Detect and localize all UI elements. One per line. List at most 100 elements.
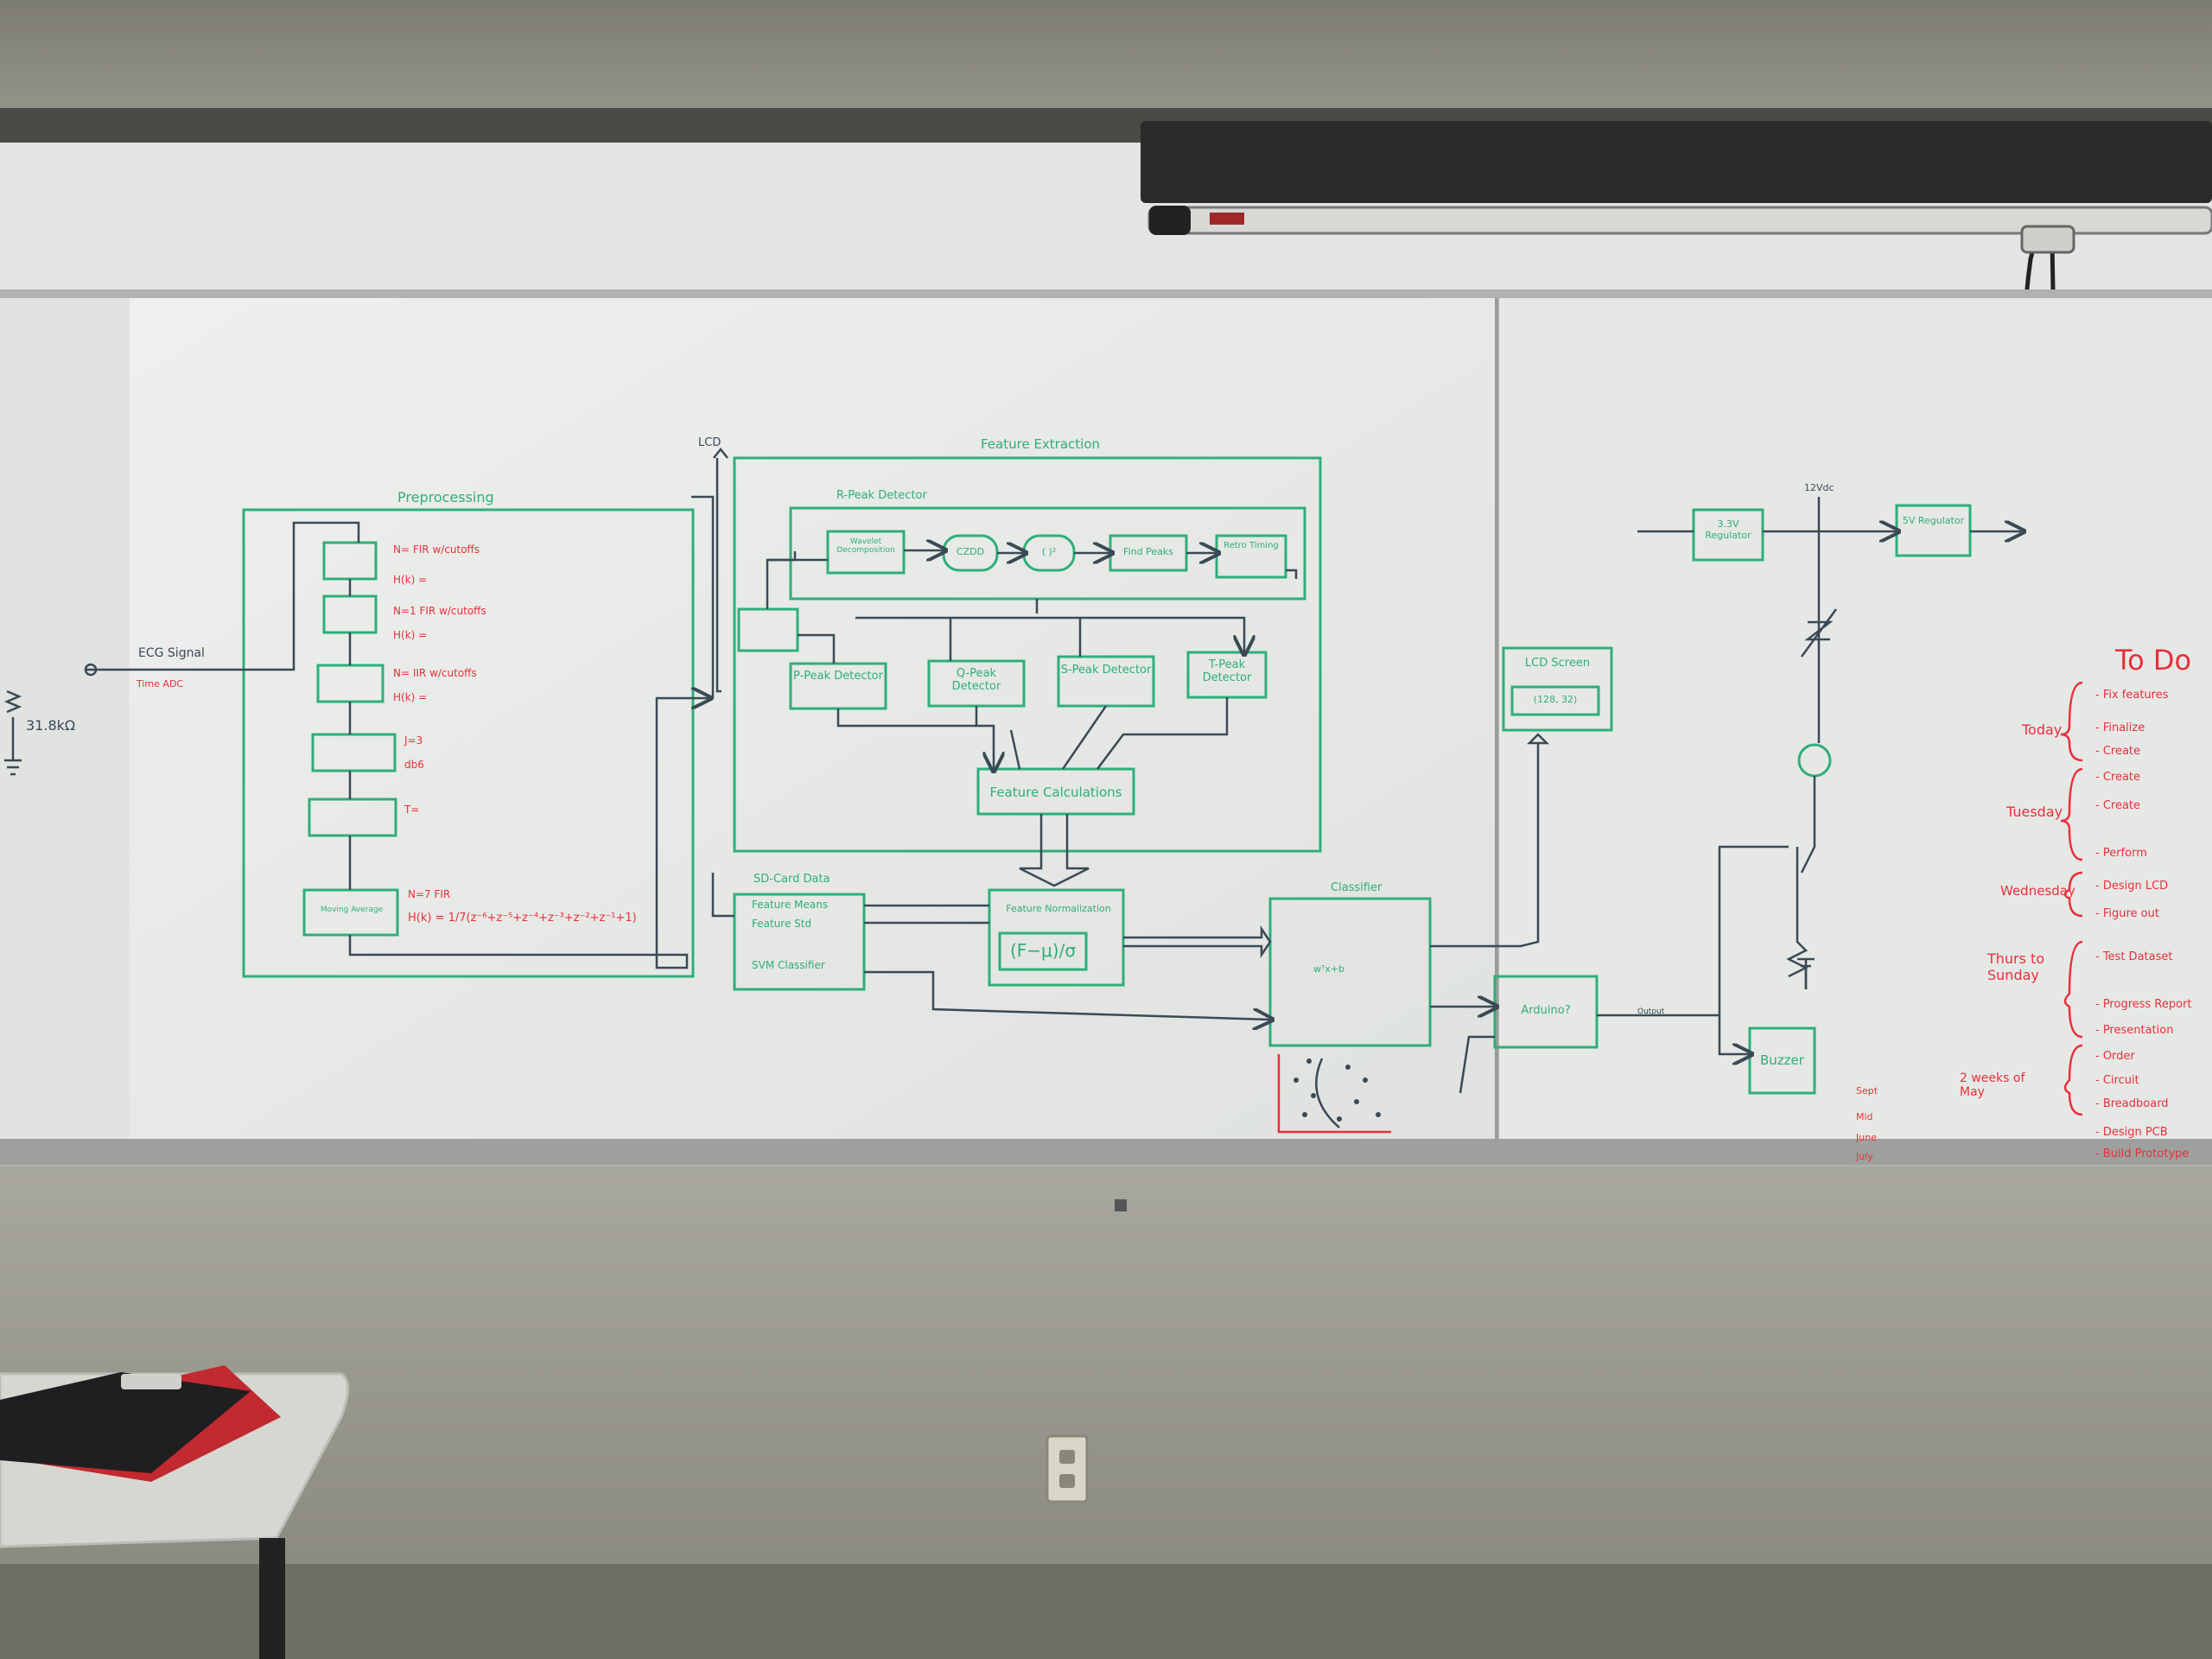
day-thurs-sunday: Thurs to Sunday [1987, 950, 2045, 983]
month-4: July [1856, 1151, 1873, 1162]
pre-eq-3: N=1 FIR w/cutoffs [393, 605, 486, 617]
lcd-screen-box [1502, 646, 1613, 732]
clipboard-clip [121, 1374, 181, 1389]
square-label: ( )² [1041, 546, 1057, 557]
whiteboard-right-panel [1499, 298, 2212, 1154]
lcd-screen-res: (128, 32) [1533, 694, 1578, 705]
screen-endcap [1149, 206, 1191, 235]
marker-tray [0, 1139, 2212, 1165]
pull-handle [2020, 225, 2075, 254]
day-tuesday: Tuesday [2006, 804, 2063, 820]
pre-eq-9: T= [404, 804, 420, 816]
retro-timing-label: Retro Timing [1224, 541, 1279, 550]
s-peak-label: S-Peak Detector [1060, 664, 1152, 677]
preprocessing-wires [3, 495, 715, 969]
classifier-formula: wᵀx+b [1313, 963, 1344, 975]
todo-14: - Breadboard [2095, 1097, 2169, 1110]
moving-average-label: Moving Average [320, 906, 384, 914]
outlet-socket-top [1059, 1450, 1075, 1464]
sd-card-line-2: Feature Std [752, 918, 812, 930]
todo-5: - Create [2095, 799, 2141, 812]
classifier-box [1268, 897, 1432, 1047]
supply-label: 12Vdc [1804, 482, 1834, 493]
black-binder [0, 1372, 251, 1473]
power-wires [1637, 497, 2022, 1015]
todo-8: - Figure out [2095, 907, 2159, 920]
pre-eq-4: H(k) = [393, 629, 428, 641]
todo-11: - Presentation [2095, 1024, 2174, 1037]
normalization-formula-box [998, 931, 1088, 971]
feature-calculations-label: Feature Calculations [989, 785, 1122, 800]
sd-card-box [733, 893, 866, 991]
pre-eq-2: H(k) = [393, 574, 428, 586]
projector-screen-housing [1141, 121, 2212, 203]
adc-note: Time ADC [137, 678, 184, 690]
screen-label [1210, 213, 1244, 225]
pre-block-5 [308, 798, 397, 837]
todo-6: - Perform [2095, 847, 2147, 860]
todo-3: - Create [2095, 745, 2141, 758]
regulator-a-label: 3.3V Regulator [1705, 518, 1751, 541]
pre-block-4 [311, 733, 397, 772]
classifier-title: Classifier [1331, 881, 1382, 894]
lower-middle-wires [711, 733, 1750, 1094]
feature-extraction-section [733, 456, 1322, 853]
tray-screw [1115, 1199, 1127, 1211]
scatter-points [1294, 1058, 1381, 1122]
todo-title: To Do [2115, 644, 2192, 677]
czdd-label: CZDD [956, 546, 985, 557]
todo-16: - Build Prototype [2095, 1147, 2190, 1160]
pre-eq-10: N=7 FIR [408, 888, 451, 900]
sd-card-line-3: SVM Classifier [752, 959, 825, 971]
sd-card-title: SD-Card Data [753, 873, 830, 886]
resistor-label: 31.8kΩ [26, 717, 76, 734]
regulator-a-box [1692, 508, 1764, 562]
preprocessing-section [242, 508, 695, 978]
lcd-res-box [1510, 685, 1600, 716]
regulator-b-label: 5V Regulator [1902, 515, 1965, 526]
pre-eq-6: H(k) = [393, 691, 428, 703]
todo-2: - Finalize [2095, 721, 2145, 734]
whiteboard-far-left [0, 298, 130, 1141]
todo-10: - Progress Report [2095, 998, 2192, 1011]
todo-13: - Circuit [2095, 1074, 2139, 1087]
month-3: June [1856, 1132, 1877, 1143]
day-today: Today [2022, 721, 2063, 738]
todo-12: - Order [2095, 1050, 2135, 1063]
wavelet-block [826, 530, 906, 575]
preprocessing-box [242, 508, 695, 978]
lcd-screen-label: LCD Screen [1524, 657, 1591, 670]
pre-eq-1: N= FIR w/cutoffs [393, 543, 480, 556]
pre-eq-7: J=3 [404, 734, 423, 747]
normalization-formula: (F−μ)/σ [1009, 940, 1076, 961]
ecg-signal-label: ECG Signal [138, 646, 205, 660]
r-peak-detector-box [789, 506, 1306, 601]
wall-outlet [1046, 1434, 1089, 1503]
whiteboard-left-panel [130, 298, 1495, 1141]
find-peaks-label: Find Peaks [1123, 546, 1173, 557]
todo-4: - Create [2095, 771, 2141, 784]
scatter-sketch [1277, 1054, 1391, 1134]
feature-extraction-title: Feature Extraction [981, 436, 1101, 452]
q-peak-label: Q-Peak Detector [951, 667, 1001, 693]
day-wednesday: Wednesday [2000, 883, 2075, 899]
output-label: Output [1637, 1007, 1665, 1016]
buzzer-label: Buzzer [1760, 1052, 1804, 1068]
arduino-label: Arduino? [1521, 1004, 1571, 1017]
wavelet-label: Wavelet Decomposition [836, 537, 895, 555]
pre-eq-11: H(k) = 1/7(z⁻⁶+z⁻⁵+z⁻⁴+z⁻³+z⁻²+z⁻¹+1) [408, 912, 637, 925]
pre-eq-8: db6 [404, 759, 424, 771]
feature-calculations-block [976, 767, 1135, 816]
t-peak-label: T-Peak Detector [1202, 658, 1252, 684]
todo-brackets [2060, 681, 2083, 1116]
floor-baseboard [0, 1564, 2212, 1659]
lcd-top-label: LCD [698, 436, 721, 449]
preprocessing-title: Preprocessing [397, 489, 494, 505]
todo-9: - Test Dataset [2095, 950, 2173, 963]
table-leg [259, 1538, 285, 1659]
month-1: Sept [1856, 1085, 1878, 1096]
outlet-socket-bottom [1059, 1474, 1075, 1488]
feature-extraction-wires [713, 447, 1298, 887]
p-peak-label: P-Peak Detector [793, 670, 883, 683]
